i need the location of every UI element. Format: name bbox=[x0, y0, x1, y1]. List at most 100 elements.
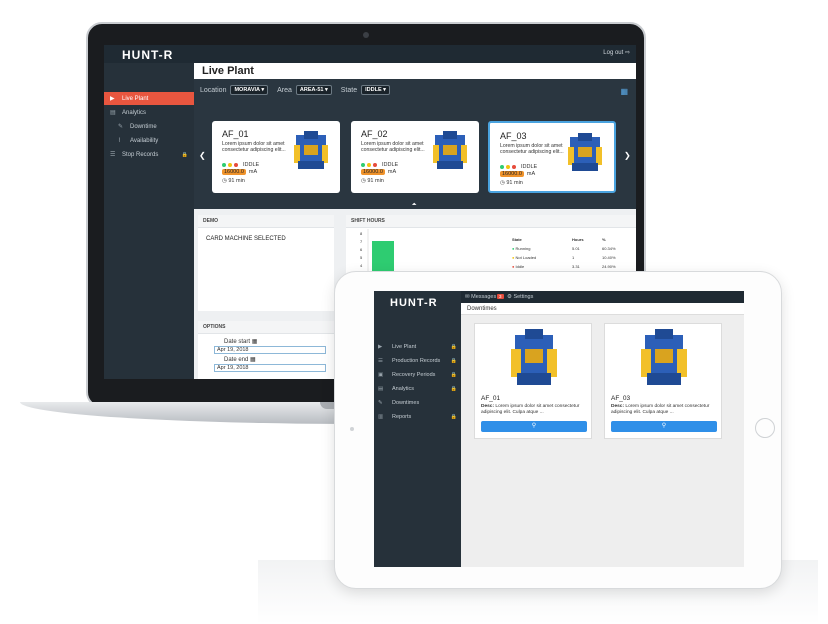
carousel-next-icon[interactable]: ❯ bbox=[624, 151, 631, 160]
demo-panel: DEMO CARD MACHINE SELECTED bbox=[198, 215, 334, 311]
tablet-home-button[interactable] bbox=[755, 418, 775, 438]
lock-icon: 🔒 bbox=[181, 151, 188, 158]
clock-icon: ◷ bbox=[500, 180, 505, 186]
y-tick: 5 bbox=[360, 255, 363, 260]
live-plant-panel: Location MORAVIA ▾ Area AREA-51 ▾ State … bbox=[194, 79, 636, 209]
sidebar-item-analytics[interactable]: ▤ Analytics bbox=[110, 109, 147, 117]
sidebar-item-production-records[interactable]: ☰ Production Records 🔒 bbox=[378, 358, 457, 364]
tablet-camera bbox=[350, 427, 354, 431]
current-reading: 16000.0 mA bbox=[361, 169, 397, 175]
current-reading: 16000.0 mA bbox=[222, 169, 258, 175]
current-reading: 16000.0 mA bbox=[500, 171, 536, 177]
lock-icon: 🔒 bbox=[450, 358, 457, 364]
time-reading: ◷ 91 min bbox=[222, 178, 245, 184]
machine-image bbox=[568, 133, 602, 171]
card-title: AF_02 bbox=[361, 129, 388, 139]
search-button[interactable]: ⚲ bbox=[481, 421, 587, 432]
carousel-prev-icon[interactable]: ❮ bbox=[199, 151, 206, 160]
status-text: IDDLE bbox=[521, 164, 538, 170]
sidebar-item-live-plant[interactable]: ▶ Live Plant bbox=[104, 92, 194, 105]
sidebar-item-reports[interactable]: ▥ Reports 🔒 bbox=[378, 414, 457, 420]
play-icon: ▶ bbox=[110, 96, 115, 102]
machine-card[interactable]: AF_01 Lorem ipsum dolor sit amet consect… bbox=[212, 121, 340, 193]
status-indicators: IDDLE bbox=[500, 164, 537, 170]
y-tick: 8 bbox=[360, 231, 363, 236]
page-title: Live Plant bbox=[202, 65, 254, 77]
state-dropdown[interactable]: IDDLE ▾ bbox=[361, 85, 390, 95]
location-dropdown[interactable]: MORAVIA ▾ bbox=[230, 85, 269, 95]
shift-hours-header: SHIFT HOURS bbox=[346, 215, 636, 228]
shift-table-row: ● Running 5.01 60.34% bbox=[512, 246, 616, 251]
tablet-topbar: ✉ Messages 3 ⚙ Settings bbox=[461, 291, 744, 303]
sidebar-item-downtime[interactable]: ✎ Downtime bbox=[118, 123, 157, 131]
shift-table-row: ● Iddle 3.31 24.90% bbox=[512, 264, 616, 269]
logout-link[interactable]: Log out ⇨ bbox=[603, 50, 630, 56]
calendar-icon: ▦ bbox=[251, 339, 258, 345]
laptop-content: Live Plant Location MORAVIA ▾ Area AREA-… bbox=[194, 63, 636, 379]
messages-badge: 3 bbox=[497, 294, 504, 299]
machine-card-selected[interactable]: AF_03 Lorem ipsum dolor sit amet consect… bbox=[488, 121, 616, 193]
y-tick: 6 bbox=[360, 247, 363, 252]
app-logo: HUNT-R bbox=[122, 48, 174, 62]
sidebar-item-availability[interactable]: ⌇ Availability bbox=[118, 137, 159, 145]
report-icon: ▥ bbox=[378, 414, 384, 420]
demo-header: DEMO bbox=[198, 215, 334, 228]
lock-icon: 🔒 bbox=[450, 344, 457, 350]
downtime-card: AF_03 Desc: Lorem ipsum dolor sit amet c… bbox=[604, 323, 722, 439]
card-desc: Lorem ipsum dolor sit amet consectetur a… bbox=[500, 143, 564, 155]
page-header: Live Plant bbox=[194, 63, 636, 79]
sidebar-item-downtimes[interactable]: ✎ Downtimes bbox=[378, 400, 420, 406]
tablet-screen: HUNT-R ▶ Live Plant 🔒 ☰ Production Recor… bbox=[374, 291, 744, 567]
play-icon: ▶ bbox=[378, 344, 383, 350]
status-text: IDDLE bbox=[243, 162, 260, 168]
laptop-screen: HUNT-R Log out ⇨ ▶ Live Plant ▤ Analytic… bbox=[104, 45, 636, 379]
sidebar-item-recovery-periods[interactable]: ▣ Recovery Periods 🔒 bbox=[378, 372, 457, 378]
state-label: State bbox=[340, 86, 358, 94]
graph-icon: ⌇ bbox=[118, 138, 121, 144]
clock-icon: ▣ bbox=[378, 372, 384, 378]
shift-table-row: ● Not Loaded 1 10.40% bbox=[512, 255, 616, 260]
sidebar-item-stop-records[interactable]: ☰ Stop Records 🔒 bbox=[110, 151, 188, 159]
laptop-topbar: HUNT-R Log out ⇨ bbox=[104, 45, 636, 63]
status-indicators: IDDLE bbox=[222, 162, 259, 168]
laptop-sidebar: ▶ Live Plant ▤ Analytics ✎ Downtime ⌇ Av… bbox=[104, 63, 194, 379]
area-dropdown[interactable]: AREA-51 ▾ bbox=[295, 85, 332, 95]
collapse-panel-toggle[interactable]: ⏶ bbox=[394, 201, 434, 209]
card-desc: Desc: Lorem ipsum dolor sit amet consect… bbox=[611, 404, 710, 415]
sidebar-item-analytics[interactable]: ▤ Analytics 🔒 bbox=[378, 386, 457, 392]
shift-table-header: State Hours % bbox=[512, 237, 606, 242]
card-title: AF_03 bbox=[500, 131, 527, 141]
settings-link[interactable]: ⚙ Settings bbox=[507, 294, 534, 300]
machine-image bbox=[641, 329, 687, 385]
list-icon: ☰ bbox=[378, 358, 383, 364]
list-icon: ☰ bbox=[110, 152, 116, 158]
filter-bar: Location MORAVIA ▾ Area AREA-51 ▾ State … bbox=[200, 85, 395, 95]
y-tick: 7 bbox=[360, 239, 363, 244]
machine-image bbox=[433, 131, 467, 169]
laptop-camera bbox=[363, 32, 369, 38]
card-title: AF_01 bbox=[481, 395, 501, 402]
messages-link[interactable]: ✉ Messages bbox=[465, 294, 497, 300]
grid-view-icon[interactable]: ▦ bbox=[620, 87, 628, 96]
time-reading: ◷ 91 min bbox=[500, 180, 523, 186]
chart-icon: ▤ bbox=[378, 386, 384, 392]
card-title: AF_03 bbox=[611, 395, 631, 402]
downtime-card: AF_01 Desc: Lorem ipsum dolor sit amet c… bbox=[474, 323, 592, 439]
time-reading: ◷ 91 min bbox=[361, 178, 384, 184]
status-indicators: IDDLE bbox=[361, 162, 398, 168]
card-desc: Lorem ipsum dolor sit amet consectetur a… bbox=[222, 141, 286, 153]
search-button[interactable]: ⚲ bbox=[611, 421, 717, 432]
lock-icon: 🔒 bbox=[450, 414, 457, 420]
sidebar-item-live-plant[interactable]: ▶ Live Plant 🔒 bbox=[378, 344, 457, 350]
y-tick: 4 bbox=[360, 263, 363, 268]
card-title: AF_01 bbox=[222, 129, 249, 139]
date-start-input[interactable]: Apr 19, 2018 bbox=[214, 346, 326, 354]
date-end-label: Date end ▦ bbox=[224, 357, 256, 363]
card-desc: Lorem ipsum dolor sit amet consectetur a… bbox=[361, 141, 425, 153]
tablet-sidebar: HUNT-R ▶ Live Plant 🔒 ☰ Production Recor… bbox=[374, 291, 461, 567]
machine-card[interactable]: AF_02 Lorem ipsum dolor sit amet consect… bbox=[351, 121, 479, 193]
clock-icon: ◷ bbox=[361, 178, 366, 184]
lock-icon: 🔒 bbox=[450, 372, 457, 378]
date-end-input[interactable]: Apr 19, 2018 bbox=[214, 364, 326, 372]
tablet-subheader: Downtimes bbox=[461, 303, 744, 315]
